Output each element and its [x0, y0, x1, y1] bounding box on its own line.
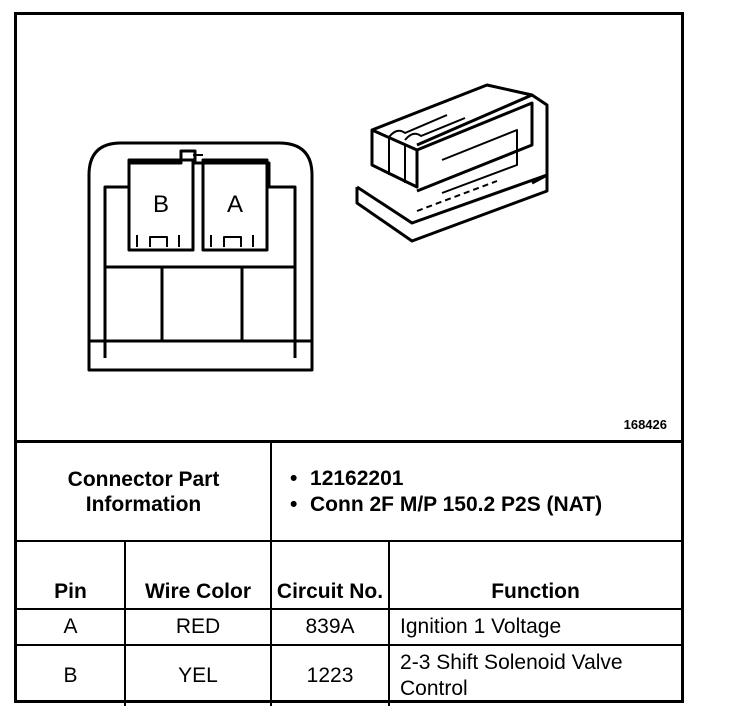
pin-label-b: B [153, 191, 169, 218]
table-header-row: Pin Wire Color Circuit No. Function [17, 540, 682, 610]
header-circuit-no: Circuit No. [270, 540, 391, 610]
cell-pin: A [17, 608, 126, 646]
part-info-item: •Conn 2F M/P 150.2 P2S (NAT) [290, 492, 603, 516]
cell-wire-color: YEL [123, 644, 273, 706]
cell-circuit: 839A [270, 608, 391, 646]
cell-function: 2-3 Shift Solenoid Valve Control [388, 644, 682, 706]
connector-isometric-view [355, 83, 549, 243]
connector-drawing-area: B A 168426 [17, 15, 681, 440]
cavity-b [127, 158, 195, 252]
part-info-item: •12162201 [290, 466, 404, 490]
cell-circuit: 1223 [270, 644, 391, 706]
connector-inner-outline [103, 149, 297, 358]
cavity-a [201, 158, 269, 252]
header-function: Function [388, 540, 682, 610]
table-row: A RED 839A Ignition 1 Voltage [17, 608, 682, 646]
table-row: B YEL 1223 2-3 Shift Solenoid Valve Cont… [17, 644, 682, 706]
connector-table: Connector Part Information •12162201 •Co… [17, 440, 682, 706]
connector-part-info-label: Connector Part Information [17, 440, 273, 542]
header-wire-color: Wire Color [123, 540, 273, 610]
cell-pin: B [17, 644, 126, 706]
connector-illustration: B A [87, 83, 549, 372]
cell-function: Ignition 1 Voltage [388, 608, 682, 646]
pin-label-a: A [227, 191, 243, 218]
figure-id: 168426 [623, 417, 667, 432]
header-pin: Pin [17, 540, 126, 610]
connector-diagram-frame: B A 168426 Connector Part Information •1… [14, 12, 684, 706]
connector-part-info-list: •12162201 •Conn 2F M/P 150.2 P2S (NAT) [270, 440, 682, 542]
connector-face-outline [87, 141, 314, 372]
cell-wire-color: RED [123, 608, 273, 646]
